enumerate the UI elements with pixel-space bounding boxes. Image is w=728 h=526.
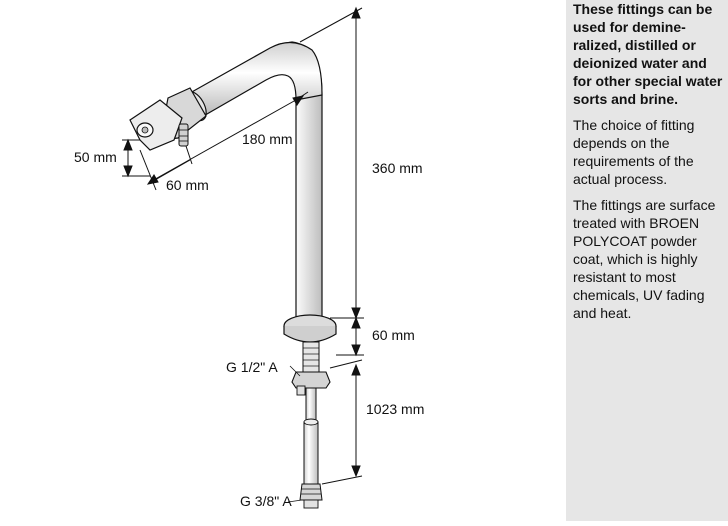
description-sidebar: These fittings can be used for demine-ra… xyxy=(566,0,728,521)
dimension-360 xyxy=(299,6,364,320)
dimension-60-horizontal xyxy=(146,145,193,185)
description-paragraph-1: These fittings can be used for demine-ra… xyxy=(573,1,723,107)
dim-label-180: 180 mm xyxy=(242,131,293,147)
supply-hose xyxy=(303,421,319,485)
thread-label-bottom: G 3/8" A xyxy=(240,493,292,509)
handle-knob-center xyxy=(141,126,149,134)
thread-label-top: G 1/2" A xyxy=(226,359,278,375)
description-paragraph-2: The choice of fitting depends on the req… xyxy=(573,117,695,187)
nut-tab xyxy=(296,385,306,396)
bottom-fitting xyxy=(299,483,323,501)
dim-label-60-horizontal: 60 mm xyxy=(166,177,209,193)
dimension-50 xyxy=(122,138,150,178)
threaded-shank xyxy=(302,341,320,373)
dimension-60-vertical xyxy=(336,316,364,357)
supply-pipe xyxy=(305,387,317,423)
faucet-diagram: 360 mm 60 mm 1023 mm G 1/2" A G 3/8" xyxy=(74,6,424,509)
flange-rim xyxy=(283,326,337,343)
mounting-nut xyxy=(291,371,331,389)
dim-label-360: 360 mm xyxy=(372,160,423,176)
dim-label-50: 50 mm xyxy=(74,149,117,165)
technical-drawing: 360 mm 60 mm 1023 mm G 1/2" A G 3/8" xyxy=(74,6,425,509)
description-paragraph-3: The fittings are surface treated with BR… xyxy=(573,197,716,321)
dimension-1023 xyxy=(321,359,363,485)
dim-label-1023: 1023 mm xyxy=(366,401,424,417)
hose-nozzle xyxy=(178,123,189,147)
dim-label-60-vertical: 60 mm xyxy=(372,327,415,343)
